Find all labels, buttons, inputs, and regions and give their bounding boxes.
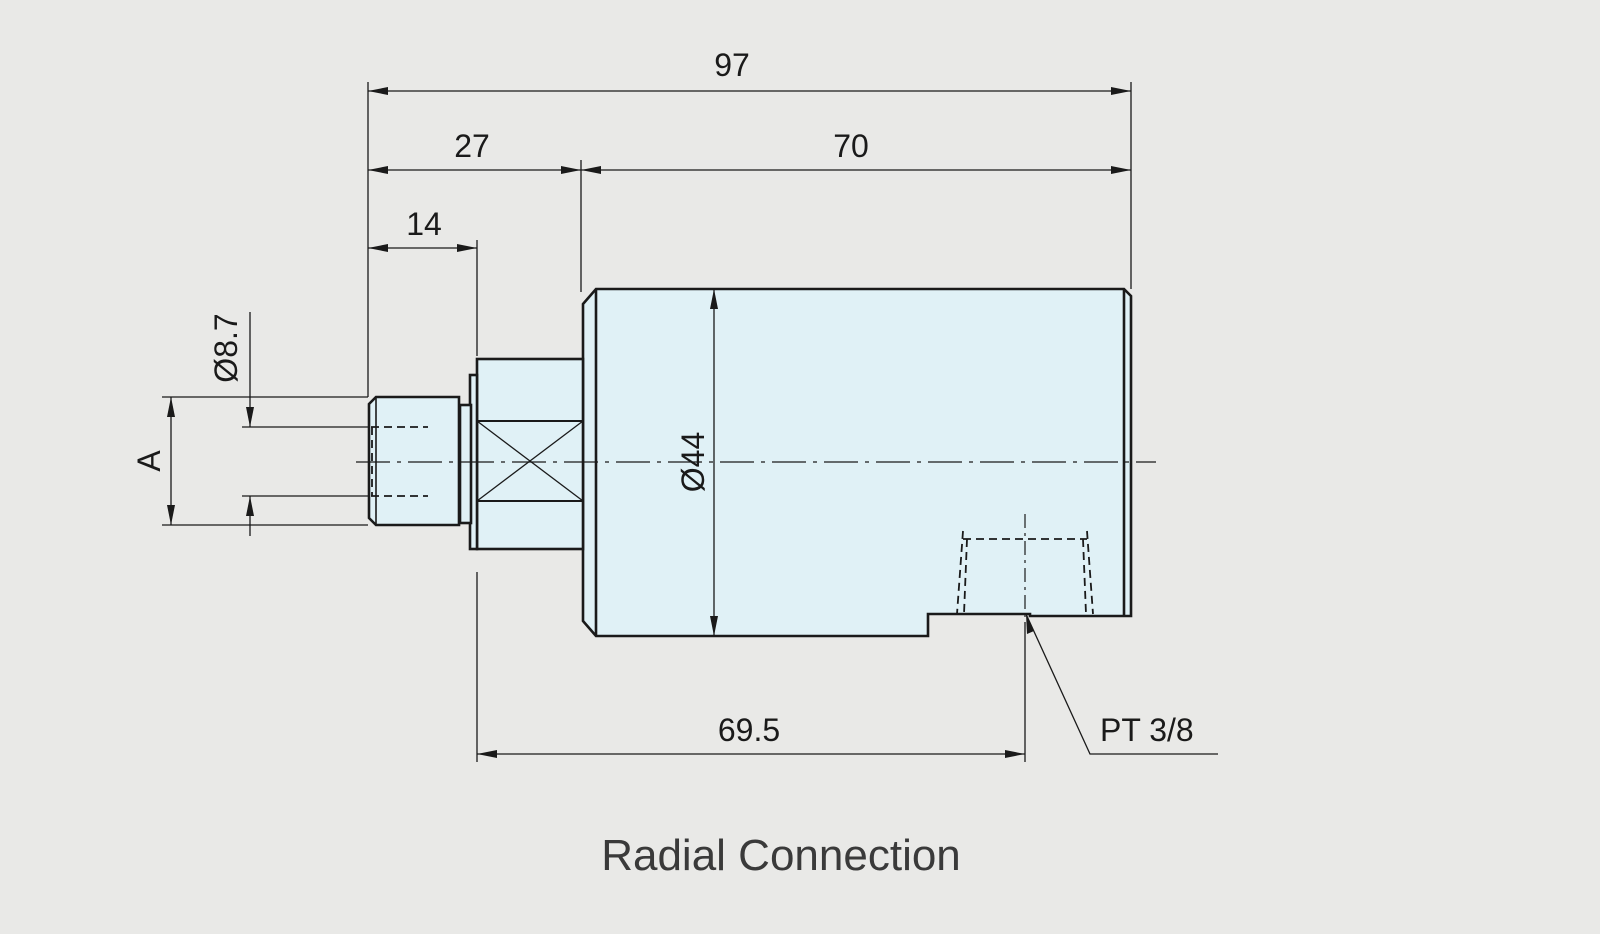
port-hidden-right-outer [1086, 530, 1094, 615]
dimension-lines [167, 87, 1218, 758]
hidden-lines [371, 426, 1094, 615]
label-port-distance: 69.5 [718, 712, 780, 748]
arrow-69-5-left [477, 750, 497, 758]
arrow-97-right [1111, 87, 1131, 95]
arrow-44-top [710, 289, 718, 309]
arrow-97-left [368, 87, 388, 95]
label-thread-length: 14 [406, 206, 442, 242]
port-hidden-left-outer [956, 530, 964, 615]
arrow-70-right [1111, 166, 1131, 174]
leader-pt [1025, 613, 1218, 755]
label-body-diameter: Ø44 [675, 432, 711, 492]
label-body-length: 70 [833, 128, 869, 164]
center-lines [356, 461, 1156, 622]
label-fitting-length: 27 [454, 128, 490, 164]
hex-nut [475, 357, 585, 551]
label-thread-a: A [131, 450, 167, 472]
threaded-spigot [367, 395, 461, 527]
arrow-pt [1026, 614, 1034, 634]
arrow-27-right [561, 166, 581, 174]
label-port-thread: PT 3/8 [1100, 712, 1194, 748]
arrow-a-bottom [167, 505, 175, 525]
arrow-a-top [167, 397, 175, 417]
arrow-14-right [457, 244, 477, 252]
arrow-69-5-right [1005, 750, 1025, 758]
caption: Radial Connection [601, 831, 961, 880]
arrow-44-bottom [710, 616, 718, 636]
arrow-8-7-bottom [246, 496, 254, 516]
dimension-labels: 97 27 70 14 69.5 PT 3/8 Ø44 Ø8.7 A [131, 47, 1194, 748]
label-bore-diameter: Ø8.7 [208, 313, 244, 382]
extension-lines [162, 82, 1132, 762]
hex-cross-2 [476, 420, 584, 502]
arrow-14-left [368, 244, 388, 252]
collar [458, 403, 473, 525]
arrow-27-left [368, 166, 388, 174]
arrow-8-7-top [246, 407, 254, 427]
label-overall-length: 97 [714, 47, 750, 83]
arrow-70-left [581, 166, 601, 174]
